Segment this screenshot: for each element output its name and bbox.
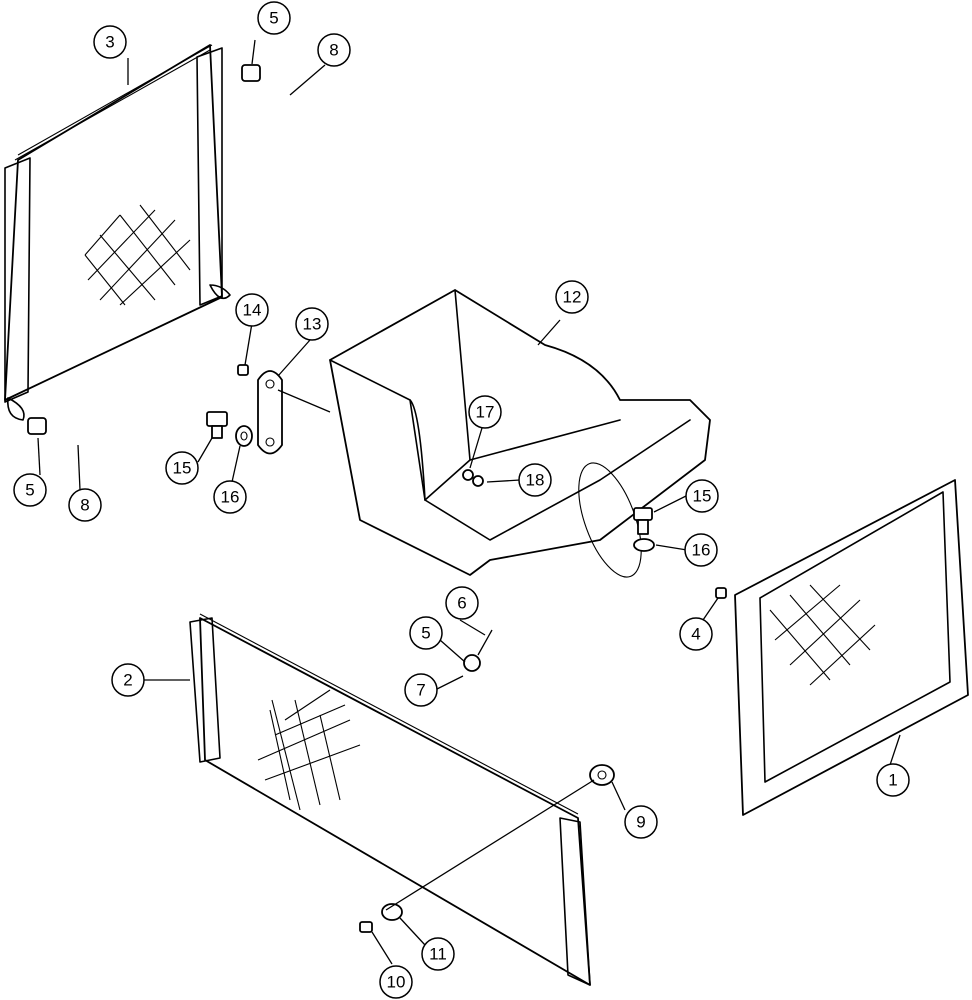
svg-text:11: 11: [429, 945, 447, 964]
svg-text:16: 16: [221, 488, 240, 507]
nut-icon: [463, 629, 493, 672]
callout-15-left: 15: [165, 451, 199, 485]
callout-16-left: 16: [213, 480, 247, 514]
bolt-icon: [359, 921, 373, 933]
bolt-icon: [241, 64, 261, 82]
svg-text:14: 14: [243, 301, 262, 320]
svg-text:7: 7: [416, 681, 425, 700]
callout-14: 14: [235, 293, 269, 327]
svg-text:10: 10: [387, 973, 406, 992]
svg-text:3: 3: [105, 33, 114, 52]
washer-icon: [235, 425, 253, 447]
svg-text:13: 13: [303, 315, 322, 334]
bolt-icon: [715, 587, 727, 599]
svg-text:9: 9: [636, 813, 645, 832]
svg-text:1: 1: [888, 771, 897, 790]
mesh-pattern-icon: [769, 584, 876, 686]
callout-6: 6: [445, 586, 479, 620]
callout-9: 9: [624, 805, 658, 839]
callout-18: 18: [518, 463, 552, 497]
callout-8-top: 8: [317, 33, 351, 67]
screen-panel-1: [734, 479, 969, 816]
callout-5-center: 5: [409, 616, 443, 650]
washer-icon: [381, 903, 403, 921]
callout-7: 7: [404, 673, 438, 707]
svg-text:5: 5: [421, 624, 430, 643]
mesh-pattern-icon: [257, 689, 361, 811]
callout-5-left: 5: [13, 473, 47, 507]
callout-1: 1: [876, 763, 910, 797]
svg-text:8: 8: [80, 496, 89, 515]
tray-12: [329, 289, 711, 578]
svg-text:15: 15: [173, 459, 192, 478]
nut-icon: [462, 469, 484, 487]
screen-panel-2: [189, 613, 591, 986]
callout-10: 10: [379, 965, 413, 999]
bolt-icon: [27, 417, 47, 435]
callout-11: 11: [421, 937, 455, 971]
callout-13: 13: [295, 307, 329, 341]
bolt-icon: [633, 507, 653, 535]
leader-lines: [37, 39, 901, 965]
washer-icon: [589, 764, 615, 786]
svg-text:4: 4: [691, 625, 700, 644]
callout-15-right: 15: [685, 479, 719, 513]
svg-text:12: 12: [563, 288, 582, 307]
svg-text:6: 6: [457, 594, 466, 613]
bolt-icon: [206, 411, 228, 439]
callout-8-left: 8: [68, 488, 102, 522]
svg-text:8: 8: [329, 41, 338, 60]
hinge-bracket-13: [257, 370, 331, 455]
callout-2: 2: [111, 663, 145, 697]
svg-text:17: 17: [476, 403, 495, 422]
screen-panel-3: [4, 44, 231, 421]
callout-5-top: 5: [257, 1, 291, 35]
svg-text:5: 5: [25, 481, 34, 500]
svg-text:18: 18: [526, 471, 545, 490]
svg-text:5: 5: [269, 9, 278, 28]
callout-12: 12: [555, 280, 589, 314]
washer-icon: [633, 538, 655, 552]
mesh-pattern-icon: [84, 204, 191, 306]
callout-17: 17: [468, 395, 502, 429]
callout-4: 4: [679, 617, 713, 651]
svg-text:15: 15: [693, 487, 712, 506]
callout-3: 3: [93, 25, 127, 59]
svg-text:16: 16: [692, 541, 711, 560]
svg-text:2: 2: [123, 671, 132, 690]
callout-16-right: 16: [684, 533, 718, 567]
bolt-icon: [237, 364, 249, 376]
